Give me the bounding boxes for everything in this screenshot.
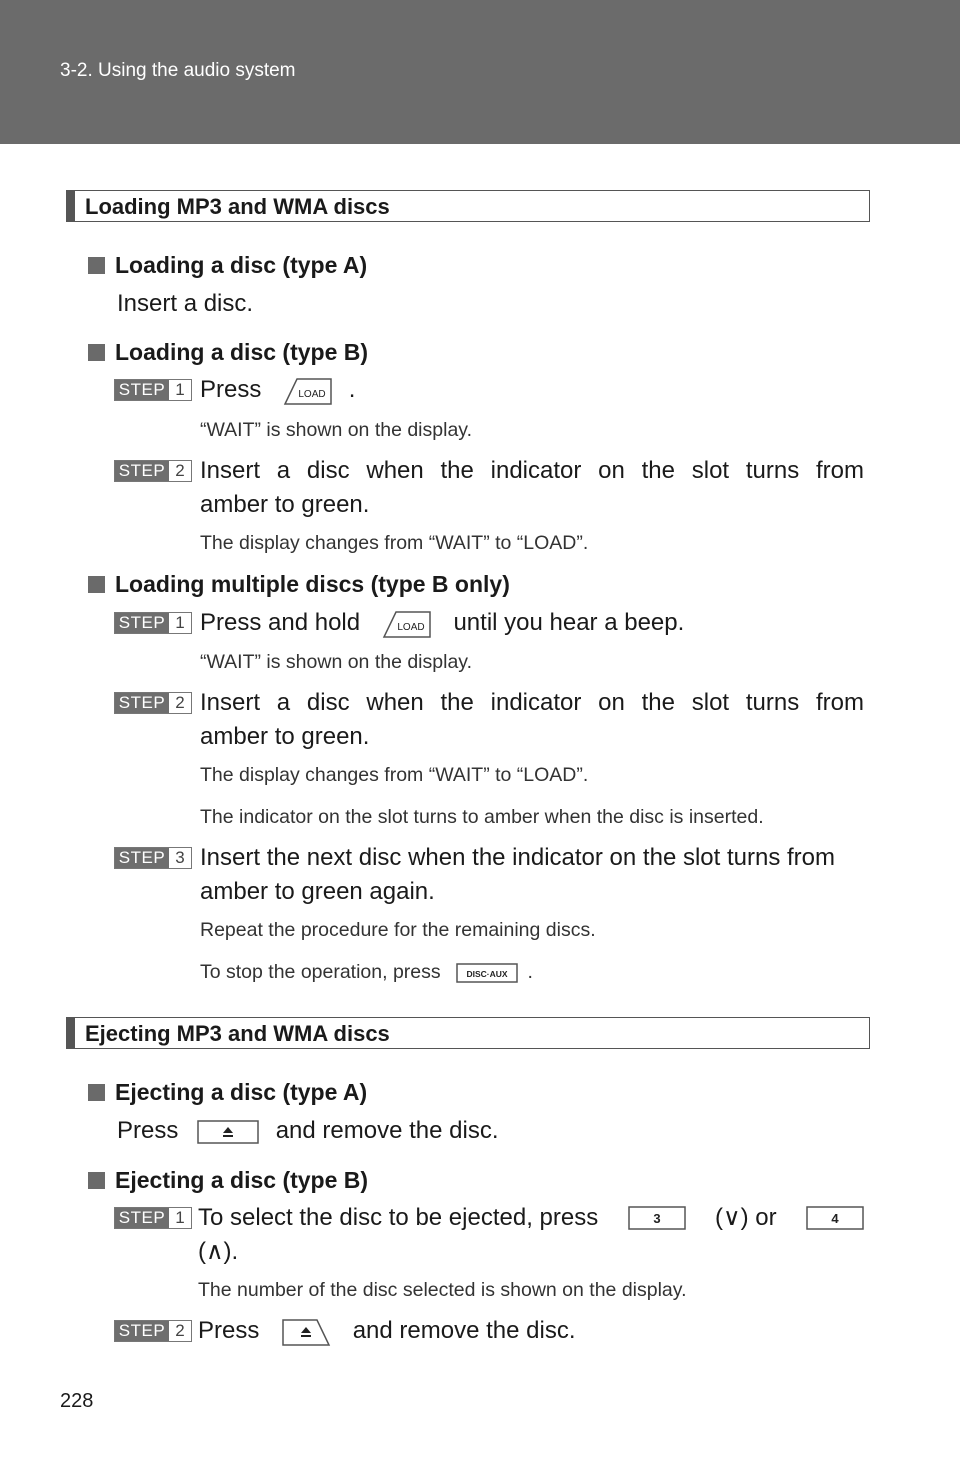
load-button-icon: LOAD	[382, 610, 431, 638]
section-bar	[67, 1018, 75, 1048]
step-number: 2	[175, 693, 185, 712]
step-text: amber to green.	[200, 723, 370, 750]
square-bullet-icon	[88, 576, 105, 593]
square-bullet-icon	[88, 257, 105, 274]
load-button-icon: LOAD	[283, 377, 332, 405]
step-badge: STEP 3	[114, 847, 192, 869]
step-text: Insert a disc when the indicator on the …	[200, 457, 864, 484]
step-text: amber to green again.	[200, 878, 435, 905]
subheading-eject-type-a: Ejecting a disc (type A)	[88, 1079, 367, 1106]
eject-button-icon	[197, 1119, 259, 1144]
step-text: Insert a disc when the indicator on the …	[200, 689, 864, 716]
section-title-text: Ejecting MP3 and WMA discs	[85, 1021, 390, 1046]
note-text: Repeat the procedure for the remaining d…	[200, 919, 596, 941]
square-bullet-icon	[88, 1084, 105, 1101]
subheading-text: Loading a disc (type A)	[115, 252, 368, 278]
subheading-text: Loading multiple discs (type B only)	[115, 571, 510, 597]
square-bullet-icon	[88, 1172, 105, 1189]
subheading-load-type-a: Loading a disc (type A)	[88, 252, 367, 279]
step-badge: STEP 2	[114, 692, 192, 714]
button-4-icon: 4	[806, 1206, 864, 1230]
section-bar	[67, 191, 75, 221]
step-text-pre: Press	[198, 1317, 260, 1344]
subheading-load-type-b: Loading a disc (type B)	[88, 339, 368, 366]
note-text-pre: To stop the operation, press	[200, 961, 441, 983]
note-text: The indicator on the slot turns to amber…	[200, 806, 764, 828]
step-number: 2	[175, 1321, 185, 1340]
step-badge: STEP 2	[114, 460, 192, 482]
button-3-label: 3	[653, 1211, 660, 1226]
step-text-pre: Press and hold	[200, 609, 361, 636]
step-badge: STEP 1	[114, 379, 192, 401]
step-number: 1	[175, 380, 185, 399]
step-badge: STEP 1	[114, 1207, 192, 1229]
note-text: “WAIT” is shown on the display.	[200, 419, 473, 441]
eject-slanted-button-icon	[282, 1318, 331, 1346]
step-number: 2	[175, 461, 185, 480]
button-3-icon: 3	[627, 1206, 686, 1230]
load-label: LOAD	[298, 389, 325, 400]
section-title-loading: Loading MP3 and WMA discs	[66, 190, 870, 222]
breadcrumb: 3-2. Using the audio system	[60, 60, 296, 81]
page-header: 3-2. Using the audio system	[0, 0, 960, 144]
button-4-label: 4	[831, 1211, 839, 1226]
note-text-post: .	[527, 961, 533, 983]
step-label: STEP	[115, 380, 169, 400]
step-text-pre: Press	[200, 376, 262, 403]
body-text: Press and remove the disc.	[117, 1114, 499, 1148]
step-text-pre: To select the disc to be ejected, press	[198, 1204, 599, 1231]
subheading-eject-type-b: Ejecting a disc (type B)	[88, 1167, 368, 1194]
subheading-text: Ejecting a disc (type A)	[115, 1079, 368, 1105]
disc-aux-label: DISC·AUX	[467, 969, 508, 979]
square-bullet-icon	[88, 344, 105, 361]
step-text-post: until you hear a beep.	[453, 609, 685, 636]
step-label: STEP	[115, 848, 169, 868]
step-number: 1	[175, 1208, 185, 1227]
step-label: STEP	[115, 461, 169, 481]
subheading-text: Ejecting a disc (type B)	[115, 1167, 369, 1193]
body-text: Insert a disc.	[117, 290, 254, 317]
load-label: LOAD	[397, 622, 424, 633]
step-badge: STEP 1	[114, 612, 192, 634]
note-text: To stop the operation, press DISC·AUX .	[200, 961, 533, 984]
step-label: STEP	[115, 693, 169, 713]
step-text-mid: (∨) or	[715, 1204, 777, 1231]
subheading-text: Loading a disc (type B)	[115, 339, 369, 365]
body-text-pre: Press	[117, 1117, 179, 1144]
step-text-post: .	[348, 376, 356, 403]
note-text: The display changes from “WAIT” to “LOAD…	[200, 764, 589, 786]
step-badge: STEP 2	[114, 1320, 192, 1342]
step-text: (∧).	[198, 1238, 239, 1265]
step-text: Press and hold LOAD until you hear a bee…	[200, 606, 684, 640]
page-number: 228	[60, 1390, 94, 1412]
step-text-post: and remove the disc.	[352, 1317, 576, 1344]
step-label: STEP	[115, 1321, 169, 1341]
section-title-ejecting: Ejecting MP3 and WMA discs	[66, 1017, 870, 1049]
step-number: 3	[175, 848, 185, 867]
note-text: “WAIT” is shown on the display.	[200, 651, 473, 673]
note-text: The number of the disc selected is shown…	[198, 1279, 687, 1301]
disc-aux-button-icon: DISC·AUX	[456, 963, 518, 983]
step-text: To select the disc to be ejected, press …	[198, 1201, 864, 1235]
body-text-post: and remove the disc.	[275, 1117, 499, 1144]
step-label: STEP	[115, 613, 169, 633]
step-text: Press and remove the disc.	[198, 1314, 576, 1348]
subheading-load-multiple: Loading multiple discs (type B only)	[88, 571, 510, 598]
step-text: Press LOAD .	[200, 373, 355, 407]
step-text: amber to green.	[200, 491, 370, 518]
step-label: STEP	[115, 1208, 169, 1228]
section-title-text: Loading MP3 and WMA discs	[85, 194, 390, 219]
step-number: 1	[175, 613, 185, 632]
note-text: The display changes from “WAIT” to “LOAD…	[200, 532, 589, 554]
step-text: Insert the next disc when the indicator …	[200, 844, 835, 871]
